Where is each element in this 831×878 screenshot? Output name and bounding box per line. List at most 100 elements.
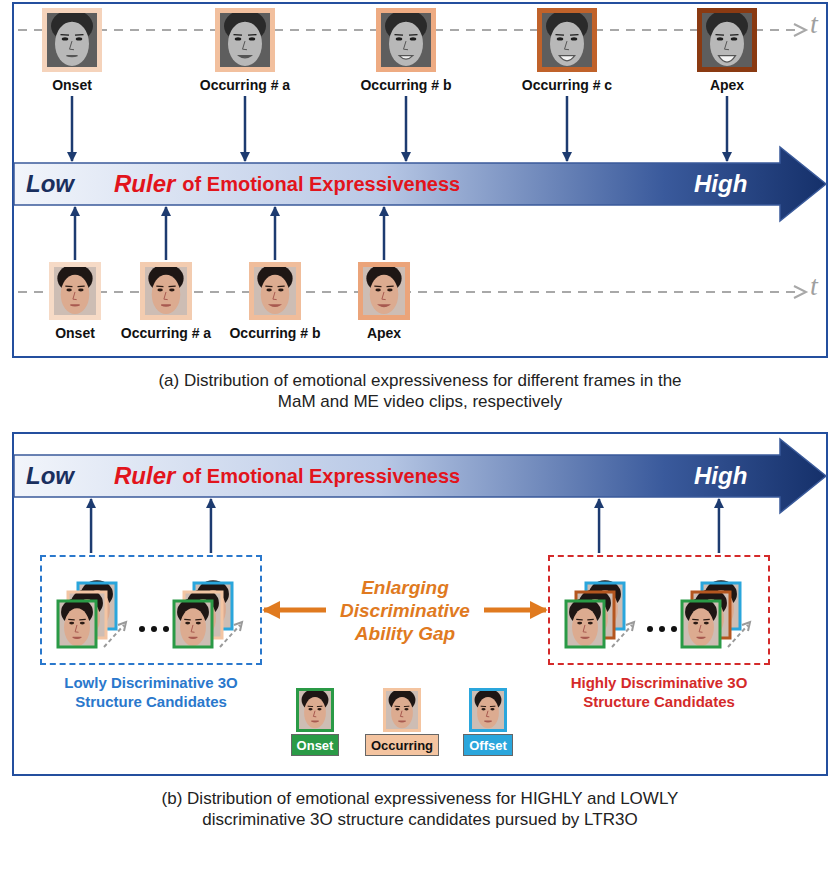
face-brow (555, 34, 564, 36)
video-frame: Occurring # b (357, 8, 454, 94)
face-mouth (239, 56, 251, 58)
order-arrow (612, 625, 632, 647)
frame-label: Occurring # a (200, 77, 290, 94)
face-nose (583, 625, 586, 632)
face-skin (180, 608, 206, 646)
group-label: Highly Discriminative 3O Structure Candi… (548, 673, 770, 711)
face-brow (195, 619, 201, 621)
frame-label: Occurring # b (360, 77, 451, 94)
order-arrow-head (626, 622, 634, 631)
face-eye (78, 289, 83, 292)
ruler-arrow: LowRulerof Emotional ExpressivenessHigh (14, 455, 826, 497)
mapping-arrow (90, 499, 93, 553)
face-illustration (702, 13, 752, 67)
face-skin (688, 608, 714, 646)
dashed-group-frame (548, 555, 770, 665)
face-skin (261, 275, 290, 314)
face-skin (550, 22, 584, 66)
order-arrow (104, 625, 124, 647)
face-skin (389, 22, 423, 66)
face-brow (395, 34, 404, 36)
ruler-text: Low (26, 455, 74, 497)
ruler-text: of Emotional Expressiveness (182, 455, 460, 497)
face-eye (404, 708, 408, 710)
face-eye (731, 37, 738, 40)
order-arrow-head (742, 622, 750, 631)
frame-label: Occurring # c (522, 77, 612, 94)
face-brow (308, 706, 313, 707)
face-brow (481, 706, 486, 707)
face-mouth (311, 720, 318, 722)
face-skin (55, 22, 89, 66)
face-eye (693, 622, 698, 625)
face-illustration (682, 598, 720, 647)
face-image (363, 267, 405, 315)
video-frame: Occurring # b (226, 262, 323, 342)
face-brow (730, 34, 739, 36)
face-illustration (58, 598, 96, 647)
frame-label: Occurring # b (229, 325, 320, 342)
ruler-text: High (694, 163, 747, 205)
ruler-arrow: LowRulerof Emotional ExpressivenessHigh (14, 163, 826, 205)
ruler-text: Low (26, 163, 74, 205)
order-arrow-head (234, 622, 242, 631)
face-skin (64, 608, 90, 646)
video-frame: Onset (46, 262, 104, 342)
face-illustration (54, 267, 96, 315)
face-mouth (189, 637, 198, 638)
face-brow (79, 619, 85, 621)
face-mouth (379, 305, 389, 307)
face-skin (152, 275, 181, 314)
face-skin (572, 608, 598, 646)
ellipsis-dot (659, 626, 665, 632)
face-nose (404, 41, 409, 50)
face-brow (395, 706, 400, 707)
face-illustration (472, 691, 504, 729)
edge-label: Enlarging Discriminative Ability Gap (326, 574, 484, 647)
video-frame: Occurring # a (197, 8, 293, 94)
frame-label: Onset (52, 77, 92, 94)
face-skin (61, 275, 90, 314)
legend-text: Occurring (371, 738, 433, 753)
face-eye (76, 37, 83, 40)
mapping-arrow (405, 96, 408, 161)
face-brow (68, 619, 74, 621)
face-frame (49, 262, 101, 320)
mapping-arrow (210, 499, 213, 553)
face-brow (248, 34, 257, 36)
face-mouth (399, 56, 413, 60)
face-image (220, 13, 270, 67)
mapping-arrow (71, 96, 74, 161)
order-arrow-head (118, 622, 126, 631)
ruler-text: Ruler (114, 455, 175, 497)
face-illustration (381, 13, 431, 67)
face-nose (400, 711, 403, 717)
face-brow (716, 34, 725, 36)
ruler-body (14, 439, 826, 513)
face-frame (358, 262, 410, 320)
face-frame (537, 8, 597, 72)
face-eye (66, 289, 71, 292)
face-brow (65, 286, 72, 288)
face-nose (75, 625, 78, 632)
face-brow (75, 34, 84, 36)
mapping-arrow (383, 207, 386, 260)
face-skin (710, 22, 744, 66)
mapping-arrow (244, 96, 247, 161)
candidate-group: Lowly Discriminative 3O Structure Candid… (40, 555, 262, 711)
face-skin (228, 22, 262, 66)
figure-caption: (b) Distribution of emotional expressive… (120, 788, 720, 831)
candidate-group: Highly Discriminative 3O Structure Candi… (548, 555, 770, 711)
face-illustration (566, 598, 604, 647)
frame-label: Occurring # a (121, 325, 211, 342)
face-mouth (270, 305, 280, 306)
ellipsis-dot (671, 626, 677, 632)
face-nose (242, 41, 247, 50)
face-brow (570, 34, 579, 36)
ruler-text: Ruler (114, 163, 175, 205)
face-nose (564, 41, 569, 50)
panel-frame: OnsetOccurring # aOccurring # bOccurring… (12, 2, 828, 358)
face-brow (387, 286, 394, 288)
face-eye (196, 622, 201, 625)
face-brow (409, 34, 418, 36)
